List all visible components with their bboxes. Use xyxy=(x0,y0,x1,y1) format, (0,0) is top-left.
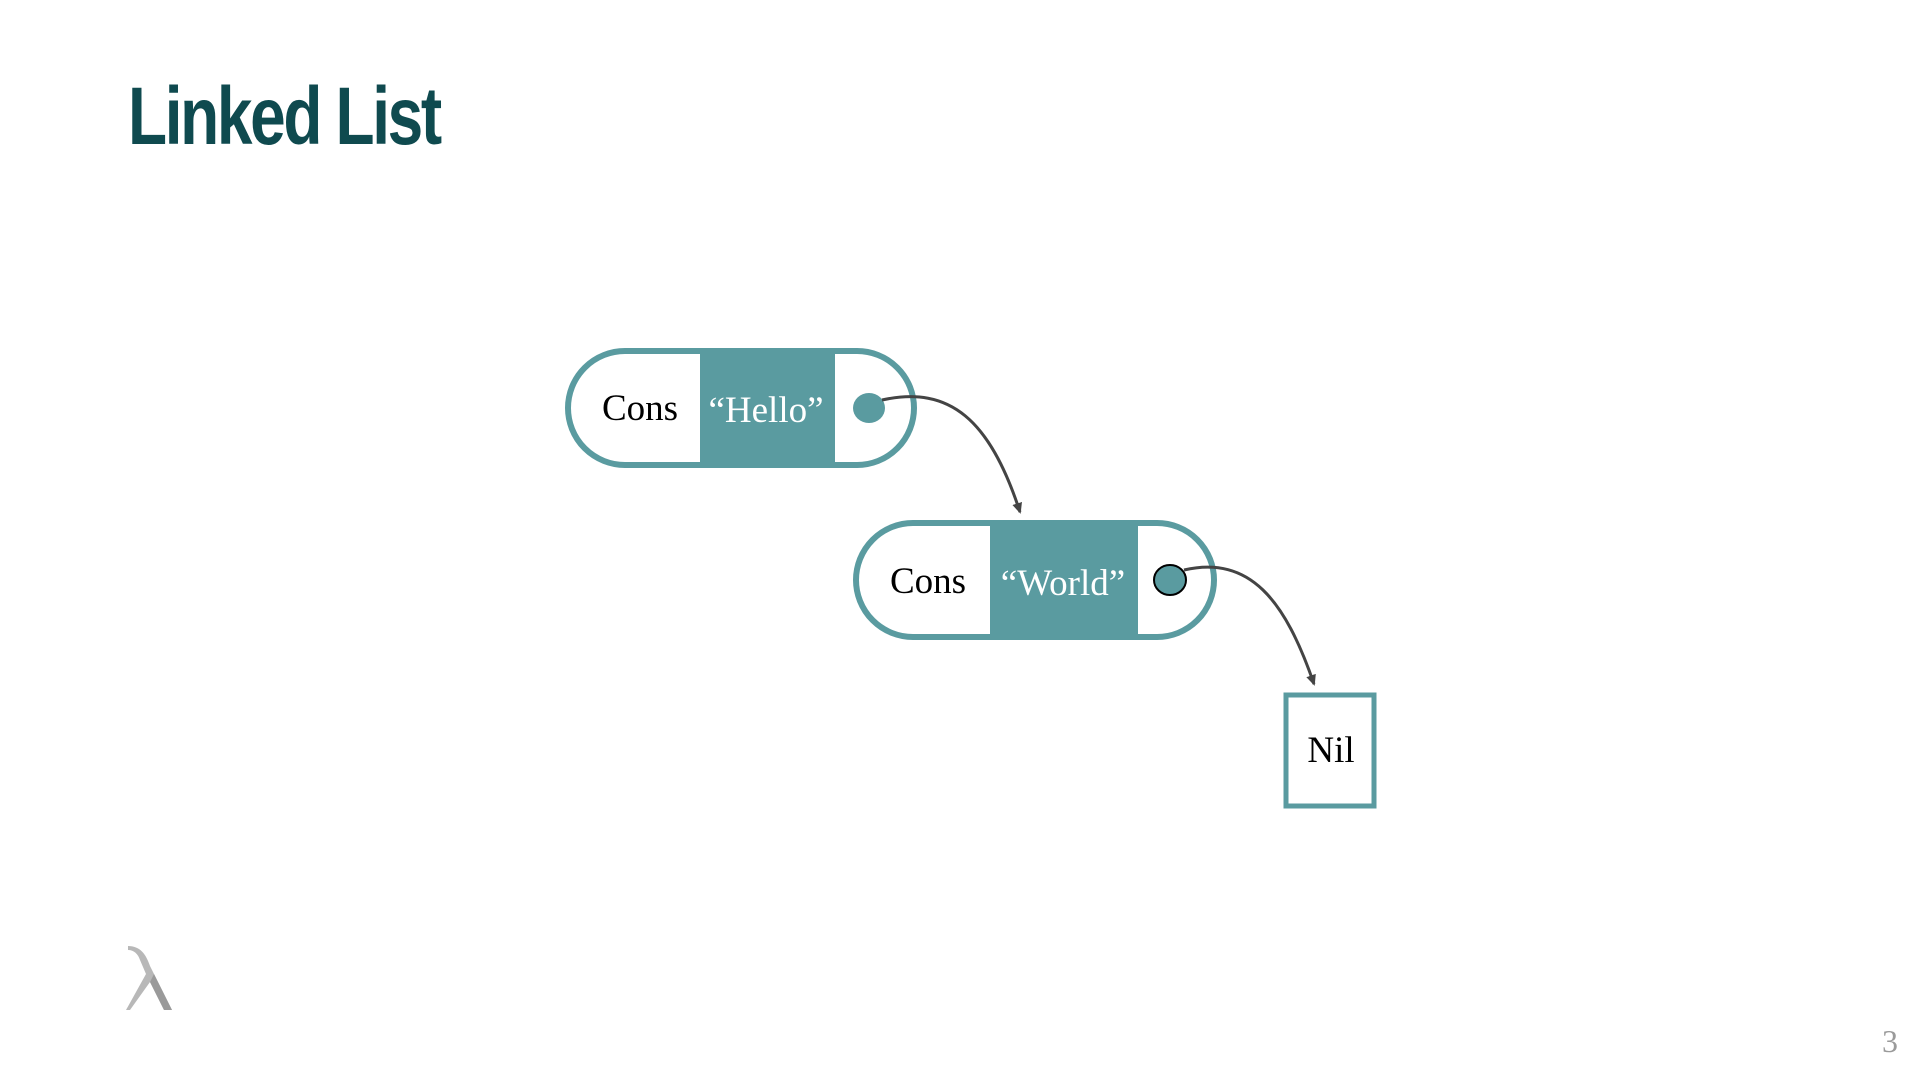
node-value: “World” xyxy=(1001,563,1125,604)
node-label: Cons xyxy=(890,561,966,602)
cons-node-world: Cons “World” xyxy=(853,520,1217,640)
value-cell xyxy=(990,526,1138,634)
slide-title: Linked List xyxy=(128,71,442,162)
page-number: 3 xyxy=(1882,1023,1898,1059)
cons-node-hello: Cons “Hello” xyxy=(565,348,917,468)
node-value: “Hello” xyxy=(708,390,823,431)
value-cell xyxy=(700,354,835,462)
nil-node: Nil xyxy=(1283,692,1377,809)
next-pointer-dot xyxy=(1153,564,1187,596)
pointer-arrow-1 xyxy=(881,395,1022,514)
lambda-logo-icon xyxy=(126,946,172,1010)
nil-label: Nil xyxy=(1307,730,1354,771)
next-pointer-dot xyxy=(853,393,885,423)
pointer-arrow-2 xyxy=(1183,565,1316,686)
node-label: Cons xyxy=(602,388,678,429)
nil-box xyxy=(1283,692,1377,809)
